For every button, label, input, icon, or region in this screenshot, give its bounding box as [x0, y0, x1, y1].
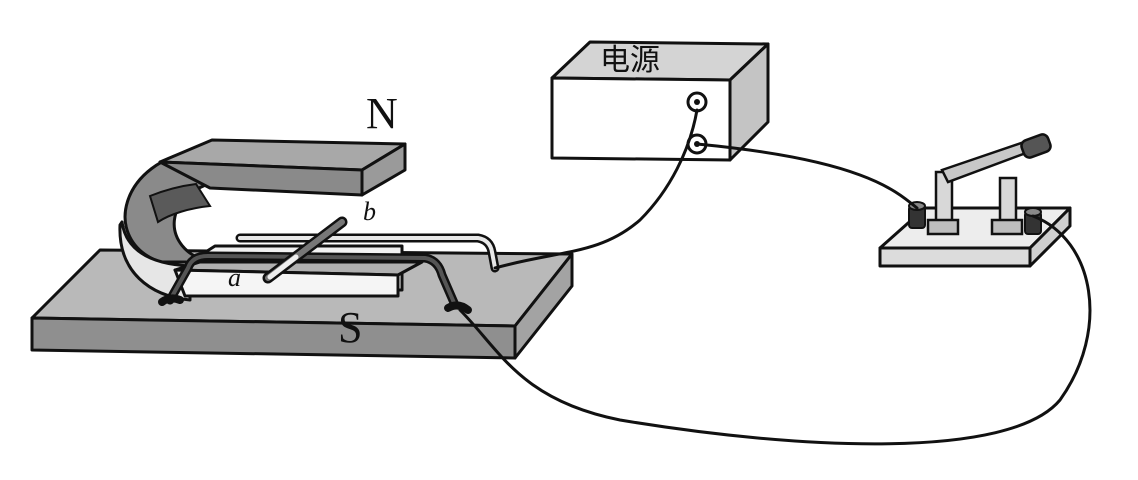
wire-rail-to-power — [493, 108, 699, 270]
label-north-pole: N — [366, 89, 398, 138]
label-power-supply: 电源 — [600, 43, 660, 78]
switch-post-right[interactable] — [1024, 207, 1042, 235]
label-south-pole: S — [338, 303, 362, 352]
knife-switch[interactable] — [878, 133, 1072, 268]
label-end-a: a — [228, 263, 241, 292]
connecting-wires — [458, 108, 1092, 446]
horseshoe-magnet — [118, 138, 424, 302]
switch-post-left[interactable] — [908, 201, 926, 229]
magnet-bottom-arm-front — [173, 268, 400, 298]
power-supply — [550, 40, 770, 162]
metal-rails — [158, 233, 500, 314]
magnet-bend-band — [148, 182, 212, 224]
base-board-side — [513, 252, 574, 360]
base-board-front — [30, 316, 517, 360]
magnet-bend-light — [118, 220, 192, 302]
wire-power-to-switch — [695, 142, 919, 210]
magnet-top-arm-end — [360, 142, 407, 197]
power-supply-side — [728, 42, 770, 162]
wire-switch-to-rail — [458, 214, 1092, 446]
conductor-rod-ab — [262, 216, 348, 284]
label-end-b: b — [363, 197, 376, 226]
switch-base-front — [878, 246, 1032, 268]
switch-base-side — [1028, 206, 1072, 268]
switch-handle[interactable] — [1020, 133, 1052, 159]
